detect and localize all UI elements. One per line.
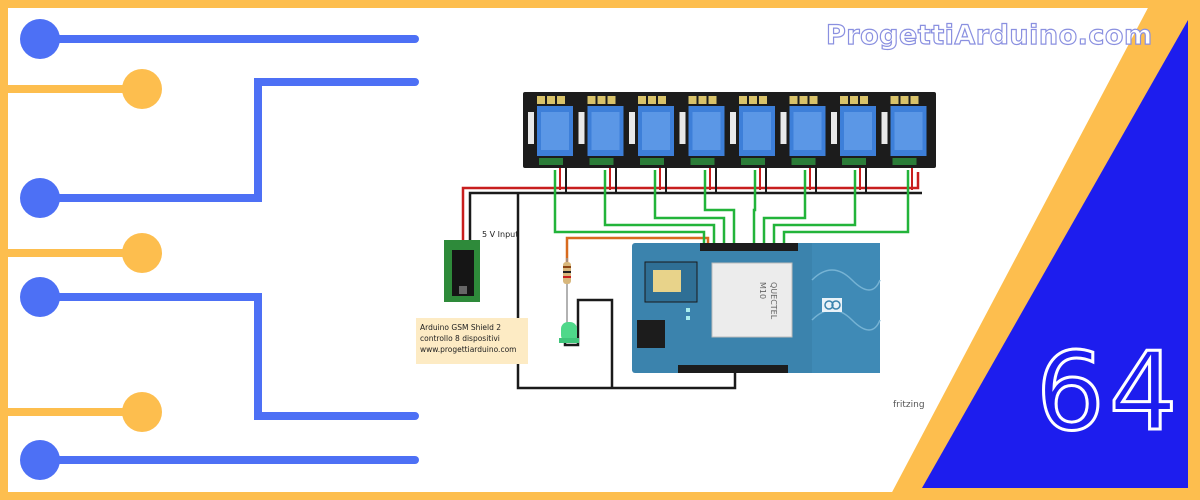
relay-pin-stubs — [559, 166, 913, 194]
episode-number: 64 — [1034, 329, 1182, 457]
gsm-module-label-1: QUECTEL — [769, 282, 778, 320]
relay-board — [523, 92, 936, 168]
green-led — [559, 292, 579, 343]
blue-circuit-traces — [36, 35, 419, 464]
relay-module — [780, 96, 826, 165]
note-line-2: controllo 8 dispositivi — [420, 334, 500, 343]
yellow-circuit-nodes — [122, 69, 162, 432]
relay-module — [730, 96, 775, 165]
note-card-bg — [416, 318, 528, 364]
gsm-module-label-2: M10 — [758, 282, 767, 299]
blue-corner-triangle — [922, 20, 1188, 488]
fritzing-watermark: fritzing — [893, 400, 925, 410]
relay-module — [679, 96, 725, 165]
relay-module — [831, 96, 876, 165]
note-line-3: www.progettiarduino.com — [420, 345, 516, 354]
arduino-gsm-shield: QUECTEL M10 — [632, 243, 881, 373]
power-wires — [461, 172, 922, 390]
blue-circuit-nodes — [20, 19, 60, 480]
power-jack — [444, 240, 480, 302]
brand-logo-text: ProgettiArduino.com — [825, 19, 1153, 51]
relay-modules — [528, 96, 927, 165]
relay-module — [629, 96, 674, 165]
relay-signal-wires — [553, 170, 910, 255]
relay-module — [578, 96, 624, 165]
relay-module — [528, 96, 573, 165]
yellow-circuit-traces — [4, 85, 142, 416]
relay-module — [881, 96, 927, 165]
note-line-1: Arduino GSM Shield 2 — [420, 323, 501, 332]
resistor — [563, 258, 571, 292]
power-input-label: 5 V Input — [482, 230, 518, 239]
